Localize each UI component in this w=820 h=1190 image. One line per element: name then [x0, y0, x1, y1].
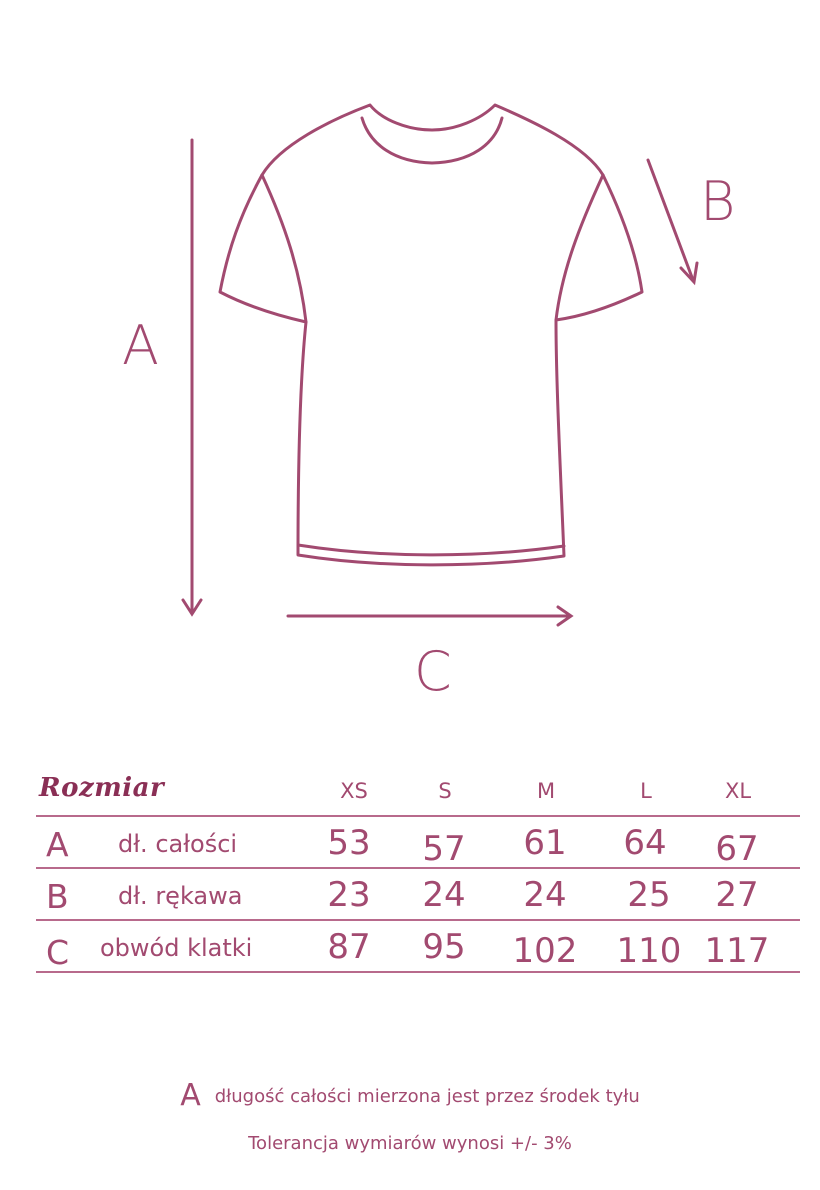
value-xl: 117: [704, 931, 770, 971]
row-letter: C: [46, 933, 70, 972]
arrow-c: [286, 605, 574, 627]
size-head-s: S: [438, 779, 452, 803]
dim-label-c: C: [414, 640, 452, 703]
hem-line: [296, 543, 566, 557]
size-head-m: M: [536, 779, 556, 803]
size-table: Rozmiar XS S M L XL A dł. całości 53 57 …: [36, 765, 800, 973]
table-row: B dł. rękawa 23 24 24 25 27: [36, 869, 800, 921]
row-letter: B: [46, 877, 69, 916]
tolerance-note: Tolerancja wymiarów wynosi +/- 3%: [248, 1133, 572, 1154]
size-head-l: L: [640, 779, 652, 803]
size-table-title: Rozmiar: [39, 773, 165, 803]
row-label: dł. całości: [118, 830, 238, 858]
value-m: 24: [523, 875, 567, 915]
size-table-header: Rozmiar XS S M L XL: [36, 765, 800, 817]
value-xs: 87: [327, 927, 371, 967]
table-row: C obwód klatki 87 95 102 110 117: [36, 921, 800, 973]
tshirt-diagram: A B C: [122, 103, 735, 703]
value-xl: 27: [715, 875, 759, 915]
collar-inner: [360, 116, 504, 165]
tshirt-diagram-svg: A B C: [122, 103, 735, 703]
value-l: 64: [623, 823, 667, 863]
value-s: 95: [422, 927, 466, 967]
left-sleeve-seam: [260, 173, 308, 324]
table-divider: [36, 815, 800, 817]
right-sleeve-seam: [554, 173, 605, 322]
value-s: 24: [422, 875, 466, 915]
row-letter: A: [46, 825, 69, 864]
value-l: 25: [627, 875, 671, 915]
value-xs: 23: [327, 875, 371, 915]
size-head-xs: XS: [340, 779, 368, 803]
value-xs: 53: [327, 823, 371, 863]
row-label: obwód klatki: [100, 934, 253, 962]
dim-label-b: B: [700, 170, 735, 233]
value-xl: 67: [715, 829, 759, 869]
size-head-xl: XL: [724, 779, 752, 803]
arrow-b: [646, 158, 699, 286]
tshirt-outline: [218, 103, 644, 567]
note-text: długość całości mierzona jest przez środ…: [214, 1086, 640, 1107]
arrow-a: [181, 138, 203, 617]
table-divider: [36, 867, 800, 869]
note-letter: A: [180, 1078, 201, 1113]
table-divider: [36, 919, 800, 921]
value-m: 102: [512, 931, 578, 971]
dim-label-a: A: [122, 314, 159, 377]
row-label: dł. rękawa: [118, 882, 243, 910]
value-l: 110: [616, 931, 682, 971]
table-row: A dł. całości 53 57 61 64 67: [36, 817, 800, 869]
value-m: 61: [523, 823, 567, 863]
value-s: 57: [422, 829, 466, 869]
table-divider: [36, 971, 800, 973]
